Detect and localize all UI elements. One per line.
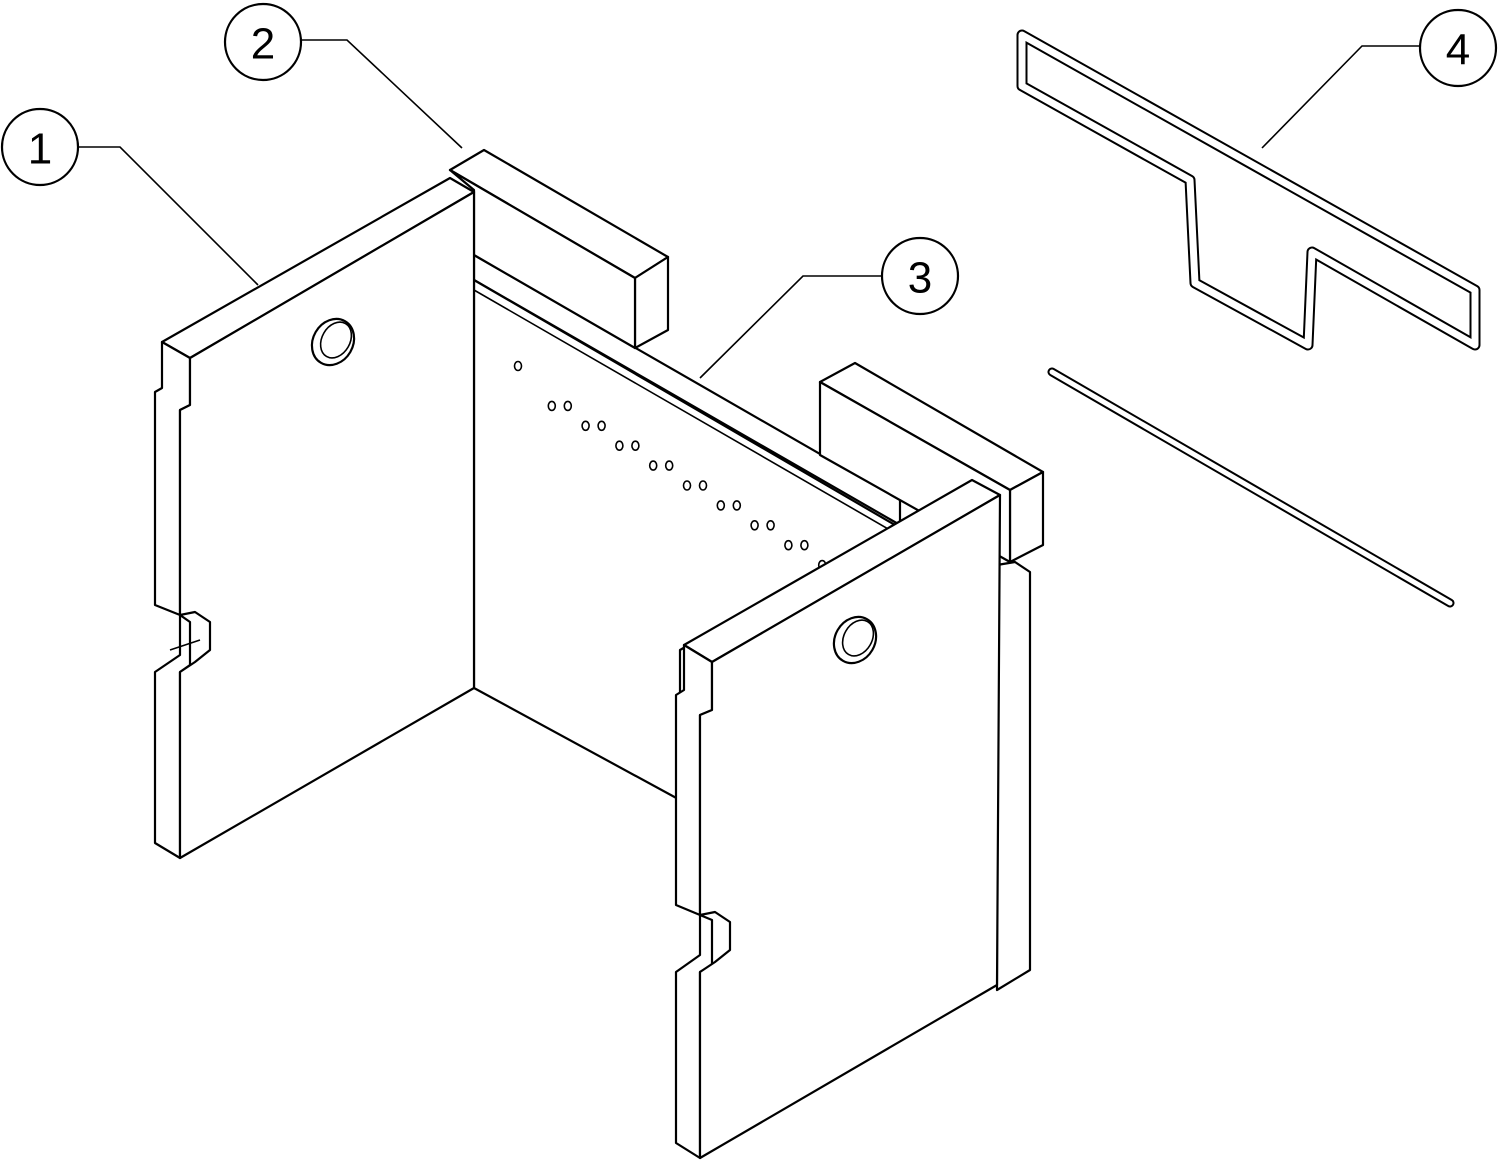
side-panel-right-edge (995, 560, 1032, 992)
small-hole (547, 400, 557, 412)
small-hole (784, 539, 793, 551)
callout-1: 1 (0, 107, 259, 286)
small-hole (698, 480, 708, 491)
small-hole (800, 539, 809, 551)
small-hole (766, 519, 775, 531)
small-hole (732, 500, 742, 511)
svg-text:3: 3 (908, 254, 932, 303)
small-hole (631, 440, 640, 452)
back-panel (472, 253, 902, 802)
small-hole (716, 500, 726, 511)
wire-bracket (1016, 29, 1481, 351)
small-hole (750, 519, 759, 531)
side-panel-left (153, 176, 476, 860)
svg-text:2: 2 (251, 20, 275, 69)
small-hole (682, 480, 692, 491)
callout-4: 4 (1261, 8, 1498, 149)
svg-text:1: 1 (28, 125, 52, 174)
small-hole (664, 460, 674, 471)
rod (1047, 367, 1455, 608)
callout-2: 2 (223, 2, 463, 149)
spacer-block-rear (448, 148, 670, 350)
small-hole (597, 420, 606, 432)
svg-text:4: 4 (1446, 26, 1470, 75)
small-hole (581, 420, 590, 432)
side-panel-right (674, 478, 1002, 1160)
small-hole (513, 360, 523, 372)
small-hole (615, 440, 624, 452)
small-hole (648, 460, 658, 471)
small-hole (563, 400, 573, 412)
callout-3: 3 (699, 236, 960, 379)
